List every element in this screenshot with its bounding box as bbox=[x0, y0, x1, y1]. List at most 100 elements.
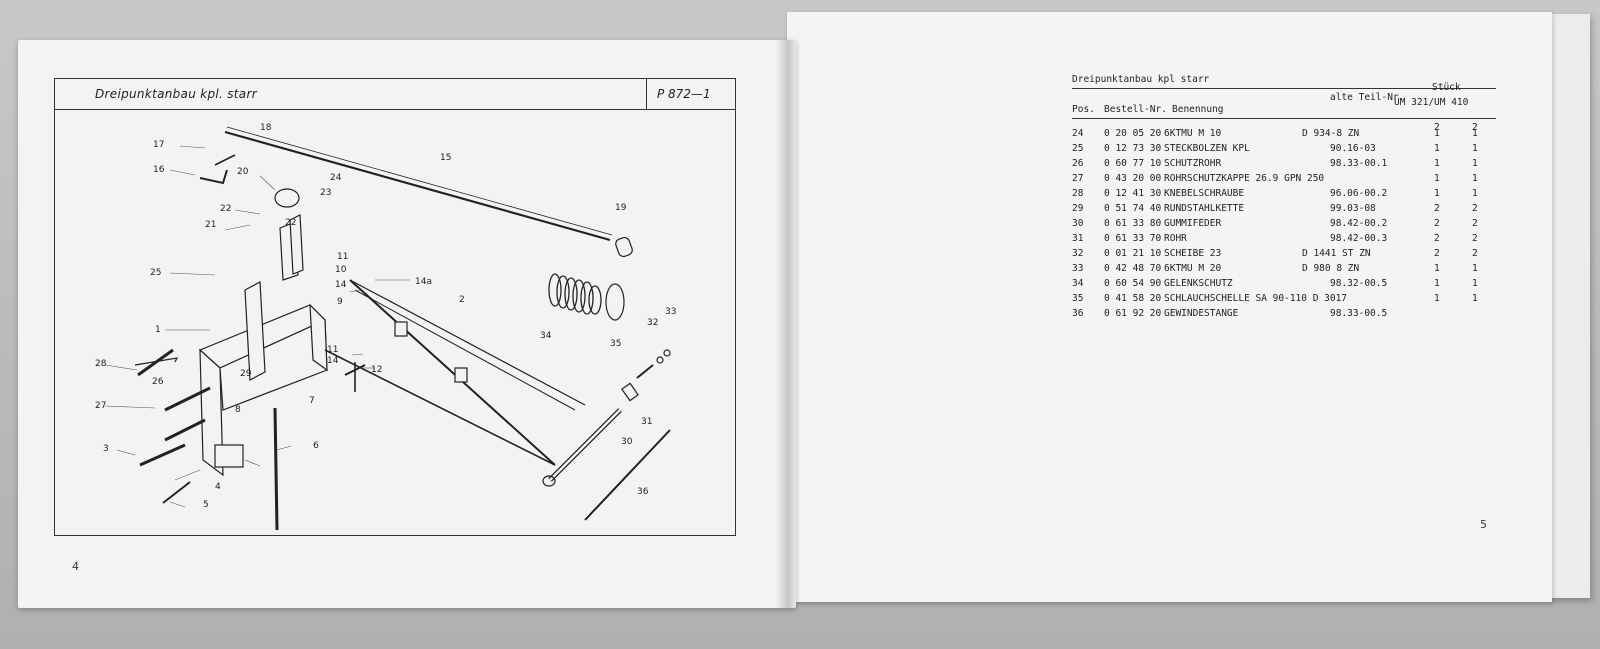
part-name: ROHRSCHUTZKAPPE 26.9 GPN 250 bbox=[1164, 173, 1325, 184]
drawing-code: P 872—1 bbox=[657, 87, 711, 101]
header-pos: Pos. bbox=[1072, 104, 1095, 115]
svg-text:23: 23 bbox=[320, 188, 331, 198]
part-order-number: 0 42 48 70 bbox=[1104, 263, 1162, 274]
svg-text:7: 7 bbox=[309, 396, 315, 406]
svg-text:17: 17 bbox=[153, 140, 164, 150]
title-rule bbox=[1072, 88, 1496, 89]
part-order-number: 0 60 54 90 bbox=[1104, 278, 1162, 289]
part-order-number: 0 01 21 10 bbox=[1104, 248, 1162, 259]
part-qty-um410: 2 bbox=[1472, 218, 1478, 229]
svg-text:16: 16 bbox=[153, 165, 165, 175]
part-order-number: 0 60 77 10 bbox=[1104, 158, 1162, 169]
part-position: 35 bbox=[1072, 293, 1084, 304]
part-position: 28 bbox=[1072, 188, 1084, 199]
part-position: 29 bbox=[1072, 203, 1084, 214]
header-bestell-nr: Bestell-Nr. bbox=[1104, 104, 1167, 115]
drawing-code-box: P 872—1 bbox=[646, 79, 735, 109]
part-qty-um321: 1 bbox=[1434, 293, 1440, 304]
right-page-number: 5 bbox=[1480, 518, 1487, 531]
svg-text:11: 11 bbox=[327, 345, 338, 355]
part-old-number: 96.06-00.2 bbox=[1330, 188, 1388, 199]
part-old-number: 98.42-00.3 bbox=[1330, 233, 1388, 244]
part-name: KNEBELSCHRAUBE bbox=[1164, 188, 1245, 199]
part-name: 6KTMU M 20 bbox=[1164, 263, 1222, 274]
part-order-number: 0 20 05 20 bbox=[1104, 128, 1162, 139]
part-norm: D 934-8 ZN bbox=[1302, 128, 1360, 139]
svg-text:20: 20 bbox=[237, 167, 249, 177]
part-old-number: 98.42-00.2 bbox=[1330, 218, 1388, 229]
part-order-number: 0 51 74 40 bbox=[1104, 203, 1162, 214]
part-position: 25 bbox=[1072, 143, 1084, 154]
svg-text:10: 10 bbox=[335, 265, 347, 275]
svg-text:18: 18 bbox=[260, 123, 272, 133]
part-qty-um410: 1 bbox=[1472, 188, 1478, 199]
part-name: STECKBOLZEN KPL bbox=[1164, 143, 1250, 154]
part-qty-um321: 2 bbox=[1434, 218, 1440, 229]
part-order-number: 0 61 33 80 bbox=[1104, 218, 1162, 229]
drawing-title: Dreipunktanbau kpl. starr bbox=[95, 87, 257, 101]
part-qty-um410: 1 bbox=[1472, 143, 1478, 154]
svg-text:22: 22 bbox=[285, 218, 296, 228]
part-qty-um410: 1 bbox=[1472, 158, 1478, 169]
part-norm: D 1441 ST ZN bbox=[1302, 248, 1371, 259]
part-qty-um410: 1 bbox=[1472, 293, 1478, 304]
drawing-frame: Dreipunktanbau kpl. starr P 872—1 bbox=[54, 78, 736, 536]
part-position: 26 bbox=[1072, 158, 1084, 169]
svg-text:19: 19 bbox=[615, 203, 627, 213]
svg-text:21: 21 bbox=[205, 220, 216, 230]
svg-text:36: 36 bbox=[637, 487, 649, 497]
part-qty-um410: 2 bbox=[1472, 203, 1478, 214]
part-qty-um410: 2 bbox=[1472, 248, 1478, 259]
part-qty-um410: 2 bbox=[1472, 233, 1478, 244]
part-name: GELENKSCHUTZ bbox=[1164, 278, 1233, 289]
part-old-number: 98.32-00.5 bbox=[1330, 278, 1388, 289]
part-qty-um410: 1 bbox=[1472, 173, 1478, 184]
header-models: UM 321/UM 410 bbox=[1394, 97, 1469, 108]
part-name: ROHR bbox=[1164, 233, 1187, 244]
svg-text:22: 22 bbox=[220, 204, 231, 214]
svg-text:32: 32 bbox=[647, 318, 658, 328]
part-qty-um321: 2 bbox=[1434, 248, 1440, 259]
part-order-number: 0 12 73 30 bbox=[1104, 143, 1162, 154]
part-qty-um321: 1 bbox=[1434, 143, 1440, 154]
book-spine bbox=[776, 40, 796, 608]
part-qty-um321: 2 bbox=[1434, 203, 1440, 214]
svg-text:24: 24 bbox=[330, 173, 342, 183]
svg-text:14: 14 bbox=[335, 280, 347, 290]
svg-text:29: 29 bbox=[240, 369, 252, 379]
top-quantity-1: 2 bbox=[1434, 122, 1440, 133]
svg-text:33: 33 bbox=[665, 307, 676, 317]
part-position: 32 bbox=[1072, 248, 1084, 259]
header-benennung: Benennung bbox=[1172, 104, 1224, 115]
part-position: 33 bbox=[1072, 263, 1084, 274]
svg-text:26: 26 bbox=[152, 377, 164, 387]
part-order-number: 0 61 92 20 bbox=[1104, 308, 1162, 319]
svg-text:4: 4 bbox=[215, 482, 221, 492]
part-order-number: 0 12 41 30 bbox=[1104, 188, 1162, 199]
part-order-number: 0 61 33 70 bbox=[1104, 233, 1162, 244]
part-qty-um410: 1 bbox=[1472, 128, 1478, 139]
svg-text:11: 11 bbox=[337, 252, 348, 262]
frame-title-bar: Dreipunktanbau kpl. starr P 872—1 bbox=[55, 79, 735, 110]
header-stueck: Stück bbox=[1432, 82, 1461, 93]
svg-text:15: 15 bbox=[440, 153, 451, 163]
svg-text:9: 9 bbox=[337, 297, 343, 307]
part-position: 27 bbox=[1072, 173, 1084, 184]
svg-text:34: 34 bbox=[540, 331, 552, 341]
svg-text:14a: 14a bbox=[415, 277, 432, 287]
part-qty-um321: 1 bbox=[1434, 158, 1440, 169]
part-name: 6KTMU M 10 bbox=[1164, 128, 1222, 139]
top-quantity-2: 2 bbox=[1472, 122, 1478, 133]
part-name: GUMMIFEDER bbox=[1164, 218, 1222, 229]
part-qty-um321: 1 bbox=[1434, 278, 1440, 289]
part-position: 34 bbox=[1072, 278, 1084, 289]
part-old-number: 90.16-03 bbox=[1330, 143, 1376, 154]
